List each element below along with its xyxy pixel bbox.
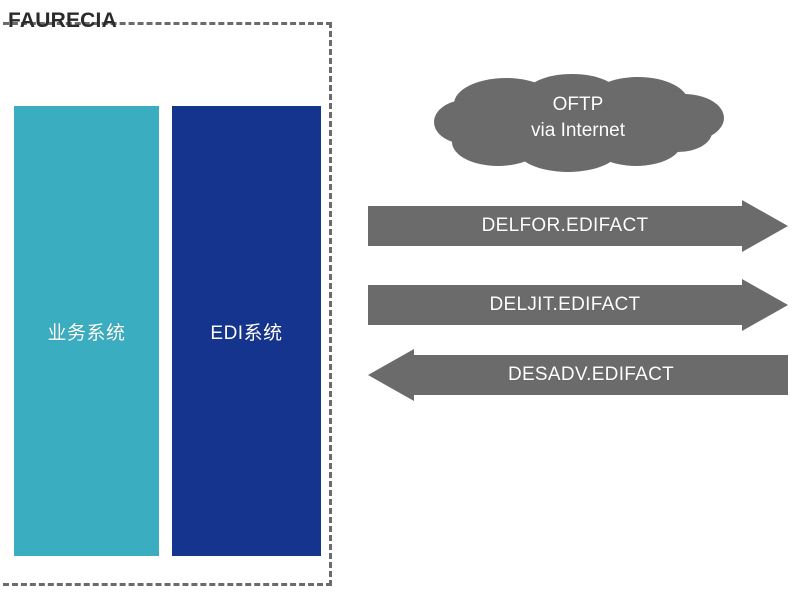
message-arrow-deljit[interactable]: DELJIT.EDIFACT <box>368 279 788 331</box>
oftp-cloud[interactable]: OFTP via Internet <box>432 70 724 174</box>
arrow-right-icon <box>368 200 788 252</box>
business-system-label: 业务系统 <box>47 322 126 344</box>
company-boundary <box>0 22 332 586</box>
edi-system-box[interactable]: EDI系统 <box>172 106 321 556</box>
arrow-left-icon <box>368 349 788 401</box>
cloud-icon <box>434 74 724 172</box>
business-system-box[interactable]: 业务系统 <box>14 106 159 556</box>
edi-system-label: EDI系统 <box>210 322 283 344</box>
message-arrow-desadv[interactable]: DESADV.EDIFACT <box>368 349 788 401</box>
message-arrow-delfor[interactable]: DELFOR.EDIFACT <box>368 200 788 252</box>
company-title: FAURECIA <box>8 9 117 32</box>
arrow-right-icon <box>368 279 788 331</box>
